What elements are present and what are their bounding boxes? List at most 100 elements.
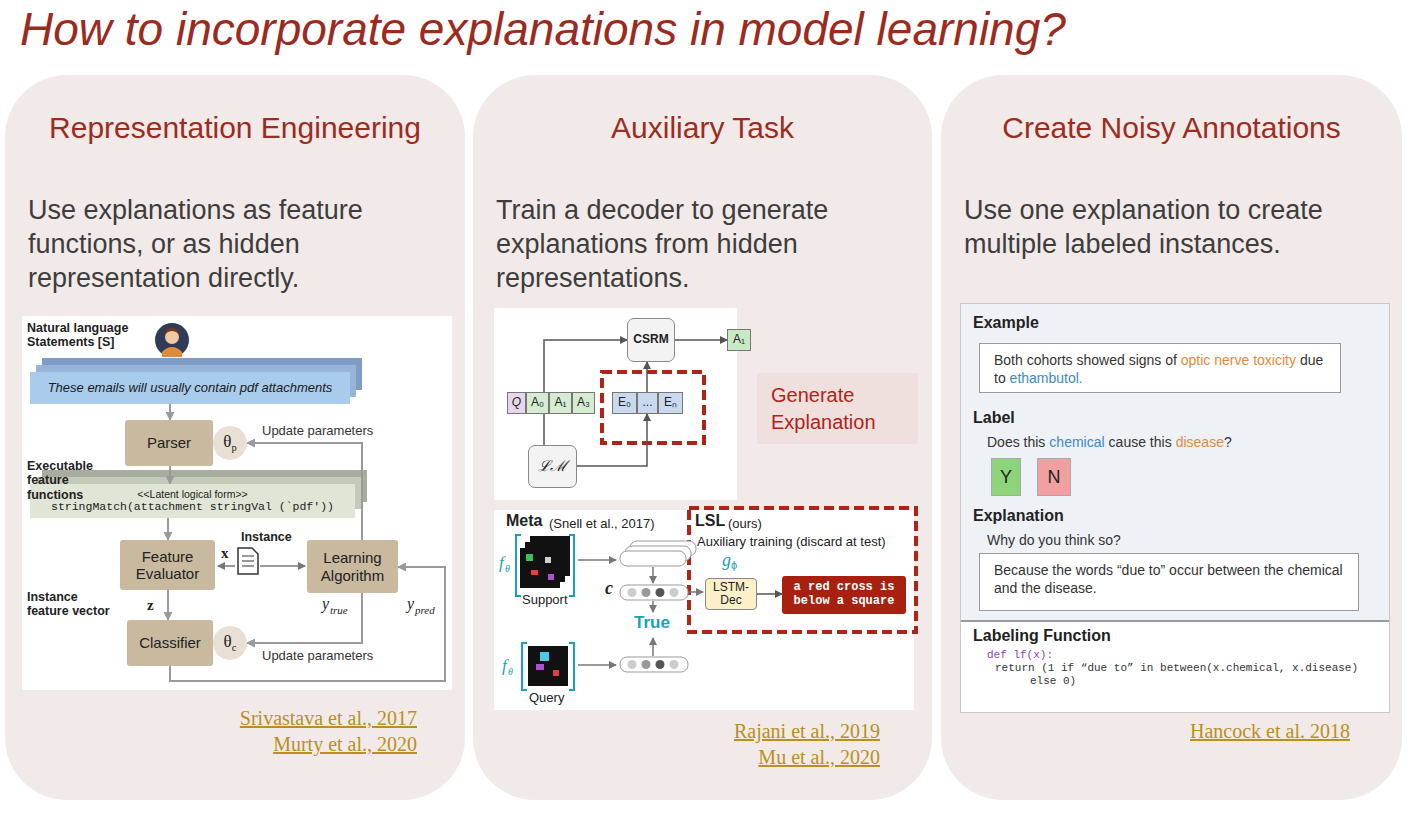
node-text: Mu et al., 2020 [758,746,880,769]
flow-arrow [578,560,703,665]
image-panel-part [545,557,551,563]
label-text: Does this [987,434,1045,450]
node-text: a red cross is below a square [788,581,900,609]
node-text: These emails will usually contain pdf at… [48,381,333,396]
label-text: disease [1176,434,1224,450]
node-text: Use one explanation to create multiple l… [964,193,1389,261]
node-text: A₃ [577,396,590,410]
panel-ground [5,75,1402,800]
label-text: Query [529,690,564,705]
document-icon-part [218,565,235,567]
connector [167,590,169,620]
label-text: ϕ [731,559,737,571]
label-text: else 0) [1030,675,1076,687]
image-panel [520,536,570,686]
node-text: θ [224,632,232,651]
stack-layer-part [36,365,356,397]
node-text: Create Noisy Annotations [941,111,1402,145]
node-text: <<Latent logical form>> [51,488,334,500]
page-title: How to incorporate explanations in model… [20,2,1066,56]
node-text: Q [512,396,521,410]
node-text: Y [1000,467,1012,488]
connector [169,404,171,420]
process-box: Parser [125,420,213,466]
node-text: Rajani et al., 2019 [734,720,880,743]
dashed-frame-part [602,372,704,443]
edge-label: Update parameters [262,648,373,663]
connector [247,593,362,643]
parameter-circle: θc [213,626,247,660]
document-icon-part [242,556,254,566]
label-text: Instance feature vector [27,590,119,619]
avatar-part [164,328,180,337]
image-panel-part [553,670,559,676]
panel-ground-part [473,75,932,800]
flow-arrow-part [652,567,654,583]
explanation-cell: E₀ [612,392,637,414]
connector [544,340,627,392]
document-icon [218,548,305,574]
explanation-box: Because the words “due to” occur between… [979,553,1359,611]
bracket [516,535,574,690]
node-text: A₀ [531,396,544,410]
dashed-frame-part [689,508,916,632]
label-text: g [722,550,731,571]
process-box: Learning Algorithm [307,540,398,593]
node-text: stringMatch(attachment stringVal (`pdf')… [51,500,334,513]
node-text: E₀ [618,396,631,410]
label-text: z [147,597,154,614]
image-panel-part [536,664,544,670]
connector [577,414,647,466]
label-text: Instance [241,530,292,544]
document-icon-part [238,548,258,574]
label-text: def lf(x): [987,649,1053,661]
flow-arrow-part [652,601,654,612]
label-text: c [605,578,613,599]
label-text: Natural language Statements [S] [27,321,139,350]
label-text: (ours) [728,516,762,531]
parameter-circle: θp [213,426,247,460]
bracket-part [569,643,574,690]
decoder-box: LSTM-Dec [705,578,757,610]
figure-ground-part [494,510,914,710]
avatar-part [155,323,189,357]
output-box: a red cross is below a square [782,576,906,614]
image-panel-part [526,554,533,561]
node-text: N [1048,467,1061,488]
token-cell: Q [507,392,526,414]
node-text: Label [973,409,1015,427]
image-panel-part [540,652,549,661]
flow-arrow-part [689,591,703,593]
node-text: Auxiliary Task [473,111,932,145]
label-text: (Snell et al., 2017) [549,516,655,531]
node-text: A₁ [733,333,745,347]
connector [543,414,545,445]
embedding-vector-part [642,588,651,597]
embedding-vector-part [642,660,651,669]
token-cell: A₃ [572,392,595,414]
bracket-part [569,535,574,596]
connector [169,466,171,484]
node-text: Explanation [973,507,1064,525]
bracket-part [522,643,527,690]
node-text: Train a decoder to generate explanations… [496,193,921,295]
label-text: Support [522,592,568,607]
node-text: CSRM [633,333,668,347]
node-text: Both cohorts showed signs of [994,352,1177,368]
node-text: c [232,642,237,653]
document-icon-part [260,565,305,567]
node-text: Eₙ [664,396,677,410]
connector [675,339,727,341]
embedding-vector [620,541,696,672]
flow-arrow-part [578,664,616,666]
embedding-vector-part [628,660,637,669]
label-text: θ [508,666,513,677]
label-text: chemical [1049,434,1104,450]
label-button: Y [991,458,1021,496]
label-text: cause this [1109,434,1172,450]
label-text: Why do you think so? [987,532,1121,548]
embedding-vector-part [620,657,688,672]
node-text: p [231,442,236,453]
node-text: Hancock et al. 2018 [1190,720,1350,743]
label-text: ? [1224,434,1232,450]
